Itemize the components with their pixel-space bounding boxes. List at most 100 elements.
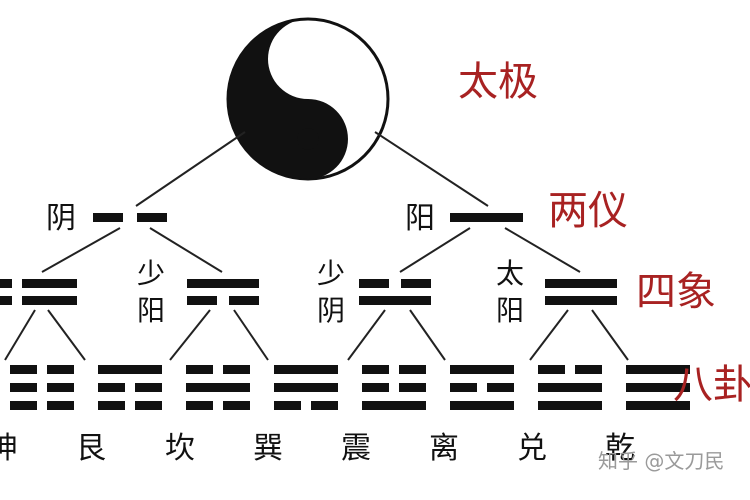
trigram-name-kan: 坎 bbox=[165, 431, 195, 466]
trigram-xun-middle-yang-line bbox=[274, 383, 338, 392]
label-yin: 阴 bbox=[46, 201, 76, 236]
trigram-dui-middle-yang-line bbox=[538, 383, 602, 392]
level-label-sixiang: 四象 bbox=[636, 269, 716, 315]
line-taiyang-to-qian bbox=[591, 309, 629, 361]
trigram-kan-bottom-yin-right bbox=[223, 401, 250, 410]
level-label-liangyi: 两仪 bbox=[548, 188, 628, 234]
sixiang-taiyang-lines bbox=[545, 279, 617, 305]
trigram-li bbox=[450, 365, 514, 410]
yin-yao-right-segment bbox=[137, 213, 167, 222]
trigram-gen-bottom-yin-right bbox=[135, 401, 162, 410]
watermark: 知乎 @文刀民 bbox=[598, 449, 724, 473]
shaoyin-top-left bbox=[359, 279, 389, 288]
trigram-dui-top-yin-right bbox=[575, 365, 602, 374]
sixiang-taiyin-lines bbox=[0, 279, 77, 305]
label-shaoyin-char1: 少 bbox=[317, 257, 345, 290]
trigram-kan-bottom-yin-left bbox=[186, 401, 213, 410]
trigram-name-dui: 兑 bbox=[517, 431, 547, 466]
trigram-name-xun: 巽 bbox=[253, 431, 283, 466]
taiji-symbol bbox=[226, 17, 390, 181]
trigram-zhen-middle-yin-left bbox=[362, 383, 389, 392]
trigram-name-qian: 乾 bbox=[605, 431, 635, 466]
line-yin-to-taiyin bbox=[41, 227, 121, 273]
trigram-gen-top-yang-line bbox=[98, 365, 162, 374]
trigram-kun-top-yin-right bbox=[47, 365, 74, 374]
trigram-li-top-yang-line bbox=[450, 365, 514, 374]
trigram-kan-middle-yang-line bbox=[186, 383, 250, 392]
line-shaoyang-to-kan bbox=[169, 309, 211, 361]
sixiang-shaoyin-lines bbox=[359, 279, 431, 305]
trigram-xun bbox=[274, 365, 338, 410]
level-label-bagua: 八卦 bbox=[673, 362, 750, 408]
trigram-gen-middle-yin-left bbox=[98, 383, 125, 392]
shaoyin-bottom-line bbox=[359, 296, 431, 305]
trigram-xun-bottom-yin-right bbox=[311, 401, 338, 410]
trigram-xun-bottom-yin-left bbox=[274, 401, 301, 410]
trigram-qian-top-yang-line bbox=[626, 365, 690, 374]
trigram-gen-bottom-yin-left bbox=[98, 401, 125, 410]
trigram-kan bbox=[186, 365, 250, 410]
trigram-kan-top-yin-right bbox=[223, 365, 250, 374]
taiyin-top-left bbox=[0, 279, 12, 288]
line-taiji-to-yang bbox=[374, 131, 489, 207]
trigram-names: 坤 艮 坎 巽 震 离 兑 乾 bbox=[0, 431, 635, 466]
taiyin-top-right bbox=[22, 279, 77, 288]
label-shaoyang-char2: 阳 bbox=[137, 294, 165, 327]
line-taiyang-to-dui bbox=[529, 309, 569, 361]
taiji-yang-eye bbox=[297, 48, 319, 70]
trigram-qian-middle-yang-line bbox=[626, 383, 690, 392]
trigram-name-kun: 坤 bbox=[0, 431, 18, 466]
trigram-kun-top-yin-left bbox=[10, 365, 37, 374]
trigram-name-li: 离 bbox=[429, 431, 459, 466]
level-label-taiji: 太极 bbox=[458, 59, 538, 105]
shaoyin-top-right bbox=[401, 279, 431, 288]
label-taiyang-char2: 阳 bbox=[496, 294, 524, 327]
trigram-dui-top-yin-left bbox=[538, 365, 565, 374]
trigram-zhen-middle-yin-right bbox=[399, 383, 426, 392]
trigram-li-middle-yin-left bbox=[450, 383, 477, 392]
trigram-zhen-top-yin-left bbox=[362, 365, 389, 374]
trigram-gen bbox=[98, 365, 162, 410]
trigram-li-middle-yin-right bbox=[487, 383, 514, 392]
label-taiyang-char1: 太 bbox=[496, 257, 524, 290]
trigram-kun-middle-yin-left bbox=[10, 383, 37, 392]
trigram-xun-top-yang-line bbox=[274, 365, 338, 374]
trigram-kun-bottom-yin-right bbox=[47, 401, 74, 410]
trigram-kun bbox=[10, 365, 74, 410]
trigram-name-zhen: 震 bbox=[341, 431, 371, 466]
sixiang-shaoyang-lines bbox=[187, 279, 259, 305]
shaoyang-bottom-right bbox=[229, 296, 259, 305]
shaoyang-top-line bbox=[187, 279, 259, 288]
trigram-kun-middle-yin-right bbox=[47, 383, 74, 392]
trigram-zhen-top-yin-right bbox=[399, 365, 426, 374]
taiyang-bottom-line bbox=[545, 296, 617, 305]
liangyi-yang-yao bbox=[450, 213, 523, 222]
trigram-zhen bbox=[362, 365, 426, 410]
line-yang-to-taiyang bbox=[504, 227, 581, 273]
trigram-dui-bottom-yang-line bbox=[538, 401, 602, 410]
line-shaoyin-to-zhen bbox=[347, 309, 386, 361]
liangyi-yin-yao bbox=[93, 213, 167, 222]
line-shaoyang-to-xun bbox=[233, 309, 269, 361]
taiji-yin-eye bbox=[297, 128, 319, 150]
trigram-kan-top-yin-left bbox=[186, 365, 213, 374]
tree-lines bbox=[4, 131, 629, 361]
trigram-li-bottom-yang-line bbox=[450, 401, 514, 410]
trigram-dui bbox=[538, 365, 602, 410]
shaoyang-bottom-left bbox=[187, 296, 217, 305]
line-yang-to-shaoyin bbox=[399, 227, 471, 273]
label-yang: 阳 bbox=[405, 201, 435, 236]
taiyin-bottom-left bbox=[0, 296, 12, 305]
label-shaoyin-char2: 阴 bbox=[317, 294, 345, 327]
trigram-kun-bottom-yin-left bbox=[10, 401, 37, 410]
line-taiji-to-yin bbox=[135, 131, 246, 207]
bagua-trigrams bbox=[10, 365, 690, 410]
trigram-qian bbox=[626, 365, 690, 410]
trigram-qian-bottom-yang-line bbox=[626, 401, 690, 410]
trigram-name-gen: 艮 bbox=[76, 431, 106, 466]
label-shaoyang-char1: 少 bbox=[137, 257, 165, 290]
line-yin-to-shaoyang bbox=[149, 227, 223, 273]
line-taiyin-to-kun bbox=[4, 309, 36, 361]
